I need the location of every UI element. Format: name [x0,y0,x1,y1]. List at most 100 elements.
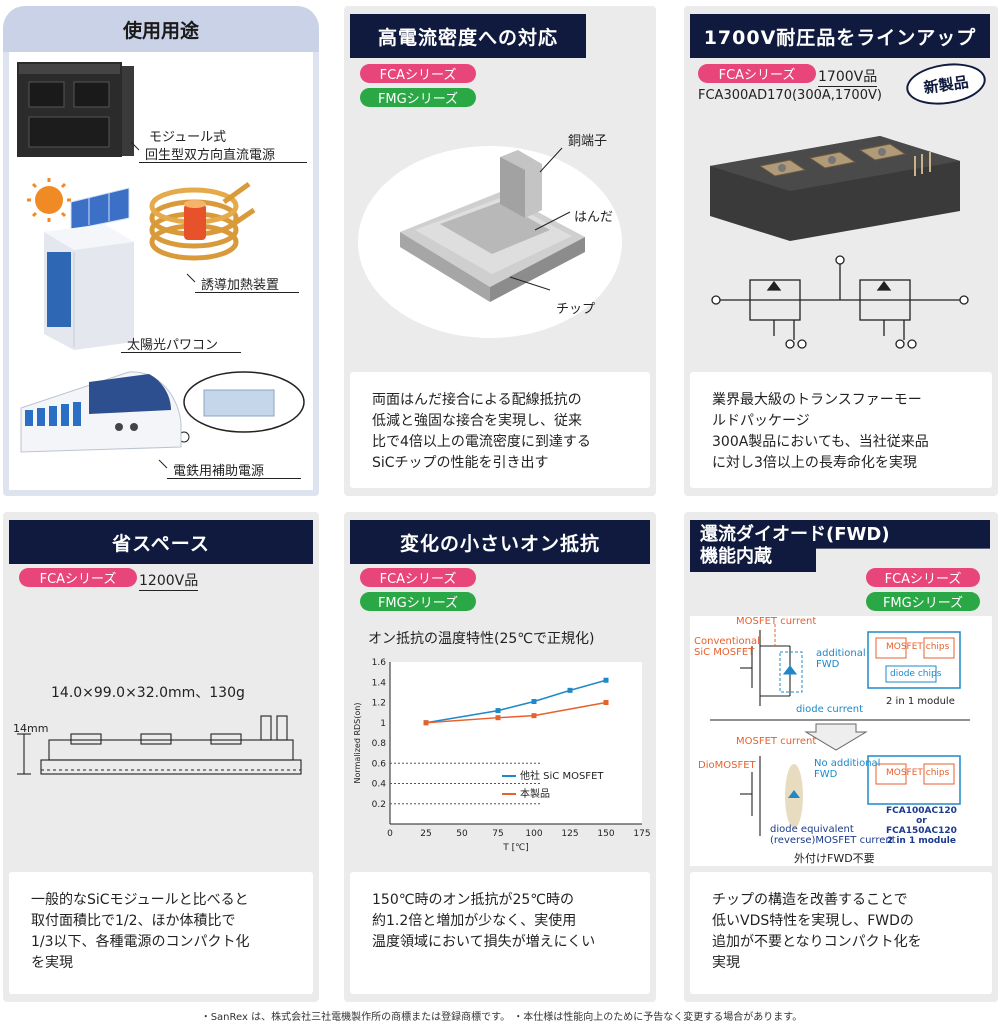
desc-line: ルドパッケージ [712,413,810,429]
fmg-series-pill: FMGシリーズ [360,592,476,611]
lineup-voltage: 1700V品 [818,66,878,87]
fca-series-pill: FCAシリーズ [19,568,137,587]
desc-line: 業界最大級のトランスファーモー [712,392,922,408]
fwd-panel: 還流ダイオード(FWD) 機能内蔵 FCAシリーズ FMGシリーズ [684,512,998,1002]
current-density-panel: 高電流密度への対応 FCAシリーズ FMGシリーズ 銅端子 はんだ チップ 両面… [344,6,656,496]
usage-underline-4 [167,478,301,479]
module-image [710,136,960,241]
conventional-line2: SiC MOSFET [694,647,755,658]
desc-line: 1/3以下、各種電源のコンパクト化 [31,934,250,950]
x-tick-label: 50 [456,829,468,839]
label-copper-terminal: 銅端子 [568,134,608,149]
usage-content: モジュール式 回生型双方向直流電源 誘導加熱装置 太陽光パワコン 電鉄用補助電源 [9,52,313,490]
desc-line: 温度領域において損失が増えにくい [372,934,596,950]
diode-equivalent-label: diode equivalent (reverse)MOSFET current [770,824,896,846]
fmg-series-pill: FMGシリーズ [360,88,476,107]
fca-series-pill: FCAシリーズ [698,64,816,83]
usage-item-3: 誘導加熱装置 [201,278,280,293]
desc-line: を実現 [31,955,73,971]
desc-line: 両面はんだ接合による配線抵抗の [372,392,582,408]
model-line3: 2 in 1 module [886,836,956,846]
lineup-panel: 1700V耐圧品をラインアップ FCAシリーズ 1700V品 FCA300AD1… [684,6,998,496]
y-tick-label: 0.4 [372,780,387,790]
diode-equiv-line1: diode equivalent [770,824,854,835]
data-point [567,687,573,693]
mosfet-current-label: MOSFET current [736,616,817,627]
label-solder: はんだ [574,210,614,225]
data-point [495,715,501,721]
no-additional-line2: FWD [814,769,838,780]
usage-underline-3 [121,352,241,353]
x-tick-label: 100 [525,829,542,839]
y-tick-label: 0.8 [372,739,387,749]
desc-line: 約1.2倍と増加が少なく、実使用 [372,913,577,929]
model-line2: FCA150AC120 [886,826,957,836]
x-tick-label: 0 [387,829,393,839]
usage-underline-1 [139,162,307,163]
usage-item-1: モジュール式 [149,130,227,145]
footer-note: ・SanRex は、株式会社三社電機製作所の商標または登録商標です。 ・本仕様は… [200,1012,803,1023]
plot-area [390,662,642,824]
fwd-circuit-art [710,624,970,836]
solar-image [27,178,130,231]
usage-underline-2 [195,292,299,293]
space-voltage: 1200V品 [139,570,199,591]
module-2in1-label: 2 in 1 module [886,696,955,707]
data-point [495,708,501,714]
conventional-line1: Conventional [694,636,760,647]
space-panel: 省スペース FCAシリーズ 1200V品 14.0×99.0×32.0mm、13… [3,512,319,1002]
label-chip: チップ [556,302,596,317]
desc-line: 低いVDS特性を実現し、FWDの [712,913,914,929]
fwd-title-line2: 機能内蔵 [700,546,772,567]
diode-current-label: diode current [796,704,863,715]
mosfet-chips-label-2: MOSFET chips [886,768,950,778]
induction-heater-image [149,181,256,261]
y-axis-label: Normalized RDS(on) [353,703,362,784]
desc-line: チップの構造を改善することで [712,892,908,908]
space-desc: 一般的なSiCモジュールと比べると 取付面積比で1/2、ほか体積比で 1/3以下… [9,872,313,994]
inverter-image [44,224,134,350]
usage-panel: 使用用途 [3,6,319,496]
module-side-view [17,715,302,775]
desc-line: 300A製品においても、当社従来品 [712,434,929,450]
desc-line: 一般的なSiCモジュールと比べると [31,892,249,908]
desc-line: 比で4倍以上の電流密度に到達する [372,434,591,450]
fca-series-pill: FCAシリーズ [866,568,980,587]
model-line1: FCA100AC120 [886,806,957,816]
desc-line: に対し3倍以上の長寿命化を実現 [712,455,917,471]
legend-label: 他社 SiC MOSFET [520,769,604,782]
diode-equiv-line2: (reverse)MOSFET current [770,835,896,846]
external-fwd-label: 外付けFWD不要 [794,852,875,865]
circuit-diagram [711,255,969,349]
fwd-title: 還流ダイオード(FWD) 機能内蔵 [690,520,990,572]
space-title: 省スペース [9,520,313,564]
fca-series-pill: FCAシリーズ [360,64,476,83]
additional-line2: FWD [816,659,840,670]
new-product-badge: 新製品 [903,58,989,110]
on-resistance-title: 変化の小さいオン抵抗 [350,520,650,564]
x-tick-label: 75 [492,829,503,839]
x-tick-label: 125 [561,829,578,839]
space-dimensions: 14.0×99.0×32.0mm、130g [51,685,245,701]
desc-line: 150℃時のオン抵抗が25℃時の [372,892,574,908]
chip-structure-diagram [358,146,622,338]
fca-series-pill: FCAシリーズ [360,568,476,587]
current-density-title: 高電流密度への対応 [350,14,586,58]
current-density-desc: 両面はんだ接合による配線抵抗の 低減と強固な接合を実現し、従来 比で4倍以上の電… [350,372,650,488]
lineup-desc: 業界最大級のトランスファーモー ルドパッケージ 300A製品においても、当社従来… [690,372,992,488]
y-tick-label: 1 [380,719,386,729]
fmg-series-pill: FMGシリーズ [866,592,980,611]
y-tick-label: 1.4 [372,678,387,688]
data-point [603,700,609,705]
desc-line: 低減と強固な接合を実現し、従来 [372,413,582,429]
usage-item-4: 太陽光パワコン [127,338,219,353]
on-resistance-panel: 変化の小さいオン抵抗 FCAシリーズ FMGシリーズ オン抵抗の温度特性(25℃… [344,512,656,1002]
x-tick-label: 25 [420,829,431,839]
data-point [603,677,609,683]
fwd-diagram: MOSFET current Conventional SiC MOSFET a… [690,616,992,866]
x-tick-label: 175 [633,829,650,839]
mosfet-chips-label: MOSFET chips [886,642,950,652]
y-tick-label: 0.2 [372,800,386,810]
data-point [531,698,537,704]
